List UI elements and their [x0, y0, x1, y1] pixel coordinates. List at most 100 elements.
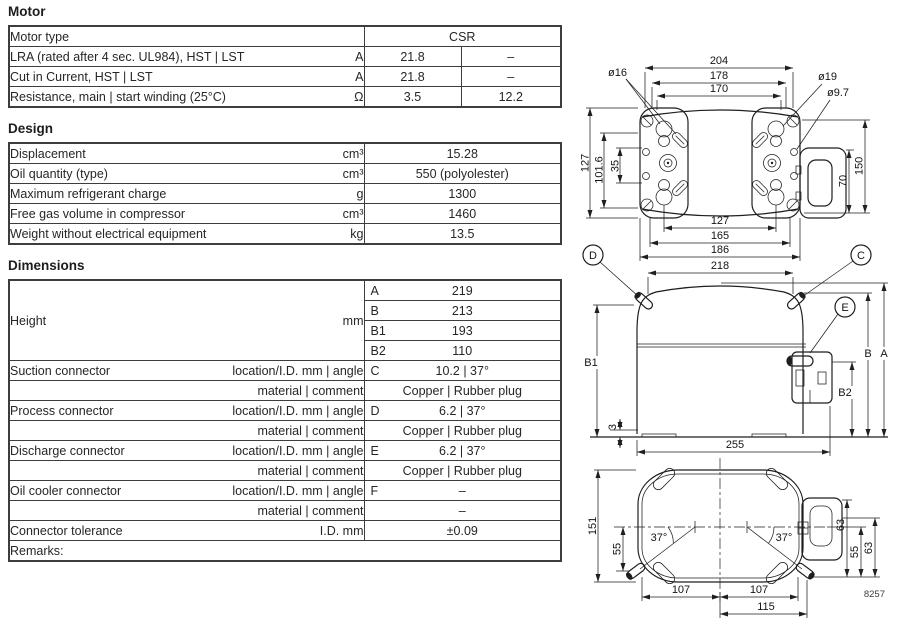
dim-a: A [880, 348, 888, 360]
callout-c: C [801, 244, 872, 298]
free-gas-volume-value: 1460 [363, 203, 562, 224]
tolerance-value-cell: ±0.09 [363, 520, 562, 541]
dim-b1: B1 [584, 357, 597, 369]
top-view-dimensions: 204 178 170 ø16 ø19 ø9.7 127 101.6 35 [580, 55, 870, 261]
bottom-left-dimensions: 151 55 [587, 469, 636, 583]
cutin-value-2: – [460, 66, 562, 87]
callout-e: E [809, 296, 856, 354]
dim-63-outer: 63 [863, 542, 875, 554]
dim-115: 115 [757, 601, 775, 613]
dim-angle-left: 37° [651, 532, 668, 544]
table-row: material | comment Copper | Rubber plug [8, 380, 562, 401]
cover-bottom-view [797, 497, 843, 561]
dim-178: 178 [710, 70, 728, 82]
oil-cooler-material-label-cell: material | comment [8, 500, 365, 521]
callout-d: D [582, 244, 639, 297]
table-row: Oil quantity (type)cm³ 550 (polyolester) [8, 163, 562, 184]
dim-55-left: 55 [612, 543, 624, 555]
displacement-value: 15.28 [363, 142, 562, 164]
motor-section: Motor Motor type CSR LRA (rated after 4 … [8, 4, 562, 108]
process-material-label-cell: material | comment [8, 420, 365, 441]
dim-3: 3 [607, 424, 619, 430]
suction-material-label-cell: material | comment [8, 380, 365, 401]
left-stub-bottom [625, 562, 646, 580]
table-row: LRA (rated after 4 sec. UL984), HST | LS… [8, 46, 562, 67]
front-left-dimensions: B1 3 [583, 304, 638, 449]
dim-107-left: 107 [672, 584, 690, 596]
dim-diameter-19: ø19 [818, 71, 837, 83]
table-row: material | comment – [8, 500, 562, 521]
dim-165: 165 [711, 230, 729, 242]
table-row: Resistance, main | start winding (25°C)Ω… [8, 86, 562, 108]
svg-text:C: C [857, 250, 865, 262]
dim-b2: B2 [838, 387, 851, 399]
motor-type-value-cell: CSR [363, 25, 562, 47]
compressor-body-front [636, 285, 804, 434]
dim-diameter-16: ø16 [608, 67, 627, 79]
dim-255: 255 [726, 439, 744, 451]
svg-text:D: D [589, 250, 597, 262]
baseplate-outline [637, 469, 804, 583]
dim-204: 204 [710, 55, 728, 67]
oil-quantity-label-cell: Oil quantity (type)cm³ [8, 163, 365, 184]
oil-cooler-material-value-cell: – [363, 500, 562, 521]
right-plate-details [752, 114, 800, 212]
figure-number: 8257 [864, 589, 885, 600]
cutin-value-1: 21.8 [363, 66, 462, 87]
dim-55-right: 55 [849, 546, 861, 558]
oil-cooler-connector-value-cell: F– [363, 480, 562, 501]
motor-section-title: Motor [8, 4, 46, 19]
dim-107-right: 107 [750, 584, 768, 596]
process-material-value-cell: Copper | Rubber plug [363, 420, 562, 441]
oil-quantity-value: 550 (polyolester) [363, 163, 562, 184]
dim-170: 170 [710, 83, 728, 95]
dim-diameter-9-7: ø9.7 [827, 87, 849, 99]
resistance-value-2: 12.2 [460, 86, 562, 108]
remarks-cell: Remarks: [8, 540, 562, 562]
bottom-right-dimensions: 63 55 63 [810, 499, 880, 578]
electrical-box-front [791, 351, 833, 404]
front-right-dimensions: B2 B A [721, 282, 890, 438]
dim-70: 70 [838, 175, 850, 187]
refrigerant-charge-value: 1300 [363, 183, 562, 204]
dim-35: 35 [610, 160, 622, 172]
table-row: material | comment Copper | Rubber plug [8, 460, 562, 481]
table-row: material | comment Copper | Rubber plug [8, 420, 562, 441]
left-plate-details [640, 114, 688, 212]
dim-101-6: 101.6 [594, 156, 606, 184]
lra-label-cell: LRA (rated after 4 sec. UL984), HST | LS… [8, 46, 365, 67]
front-view-drawing: D C E 218 [582, 244, 890, 456]
discharge-material-label-cell: material | comment [8, 460, 365, 481]
top-view-drawing: 204 178 170 ø16 ø19 ø9.7 127 101.6 35 [580, 55, 870, 261]
suction-material-value-cell: Copper | Rubber plug [363, 380, 562, 401]
dim-127-bottom: 127 [711, 215, 729, 227]
table-row: Remarks: [8, 540, 562, 562]
cover-top-view [795, 147, 847, 219]
suction-stub-front [786, 291, 806, 310]
dim-151: 151 [587, 517, 599, 535]
discharge-material-value-cell: Copper | Rubber plug [363, 460, 562, 481]
